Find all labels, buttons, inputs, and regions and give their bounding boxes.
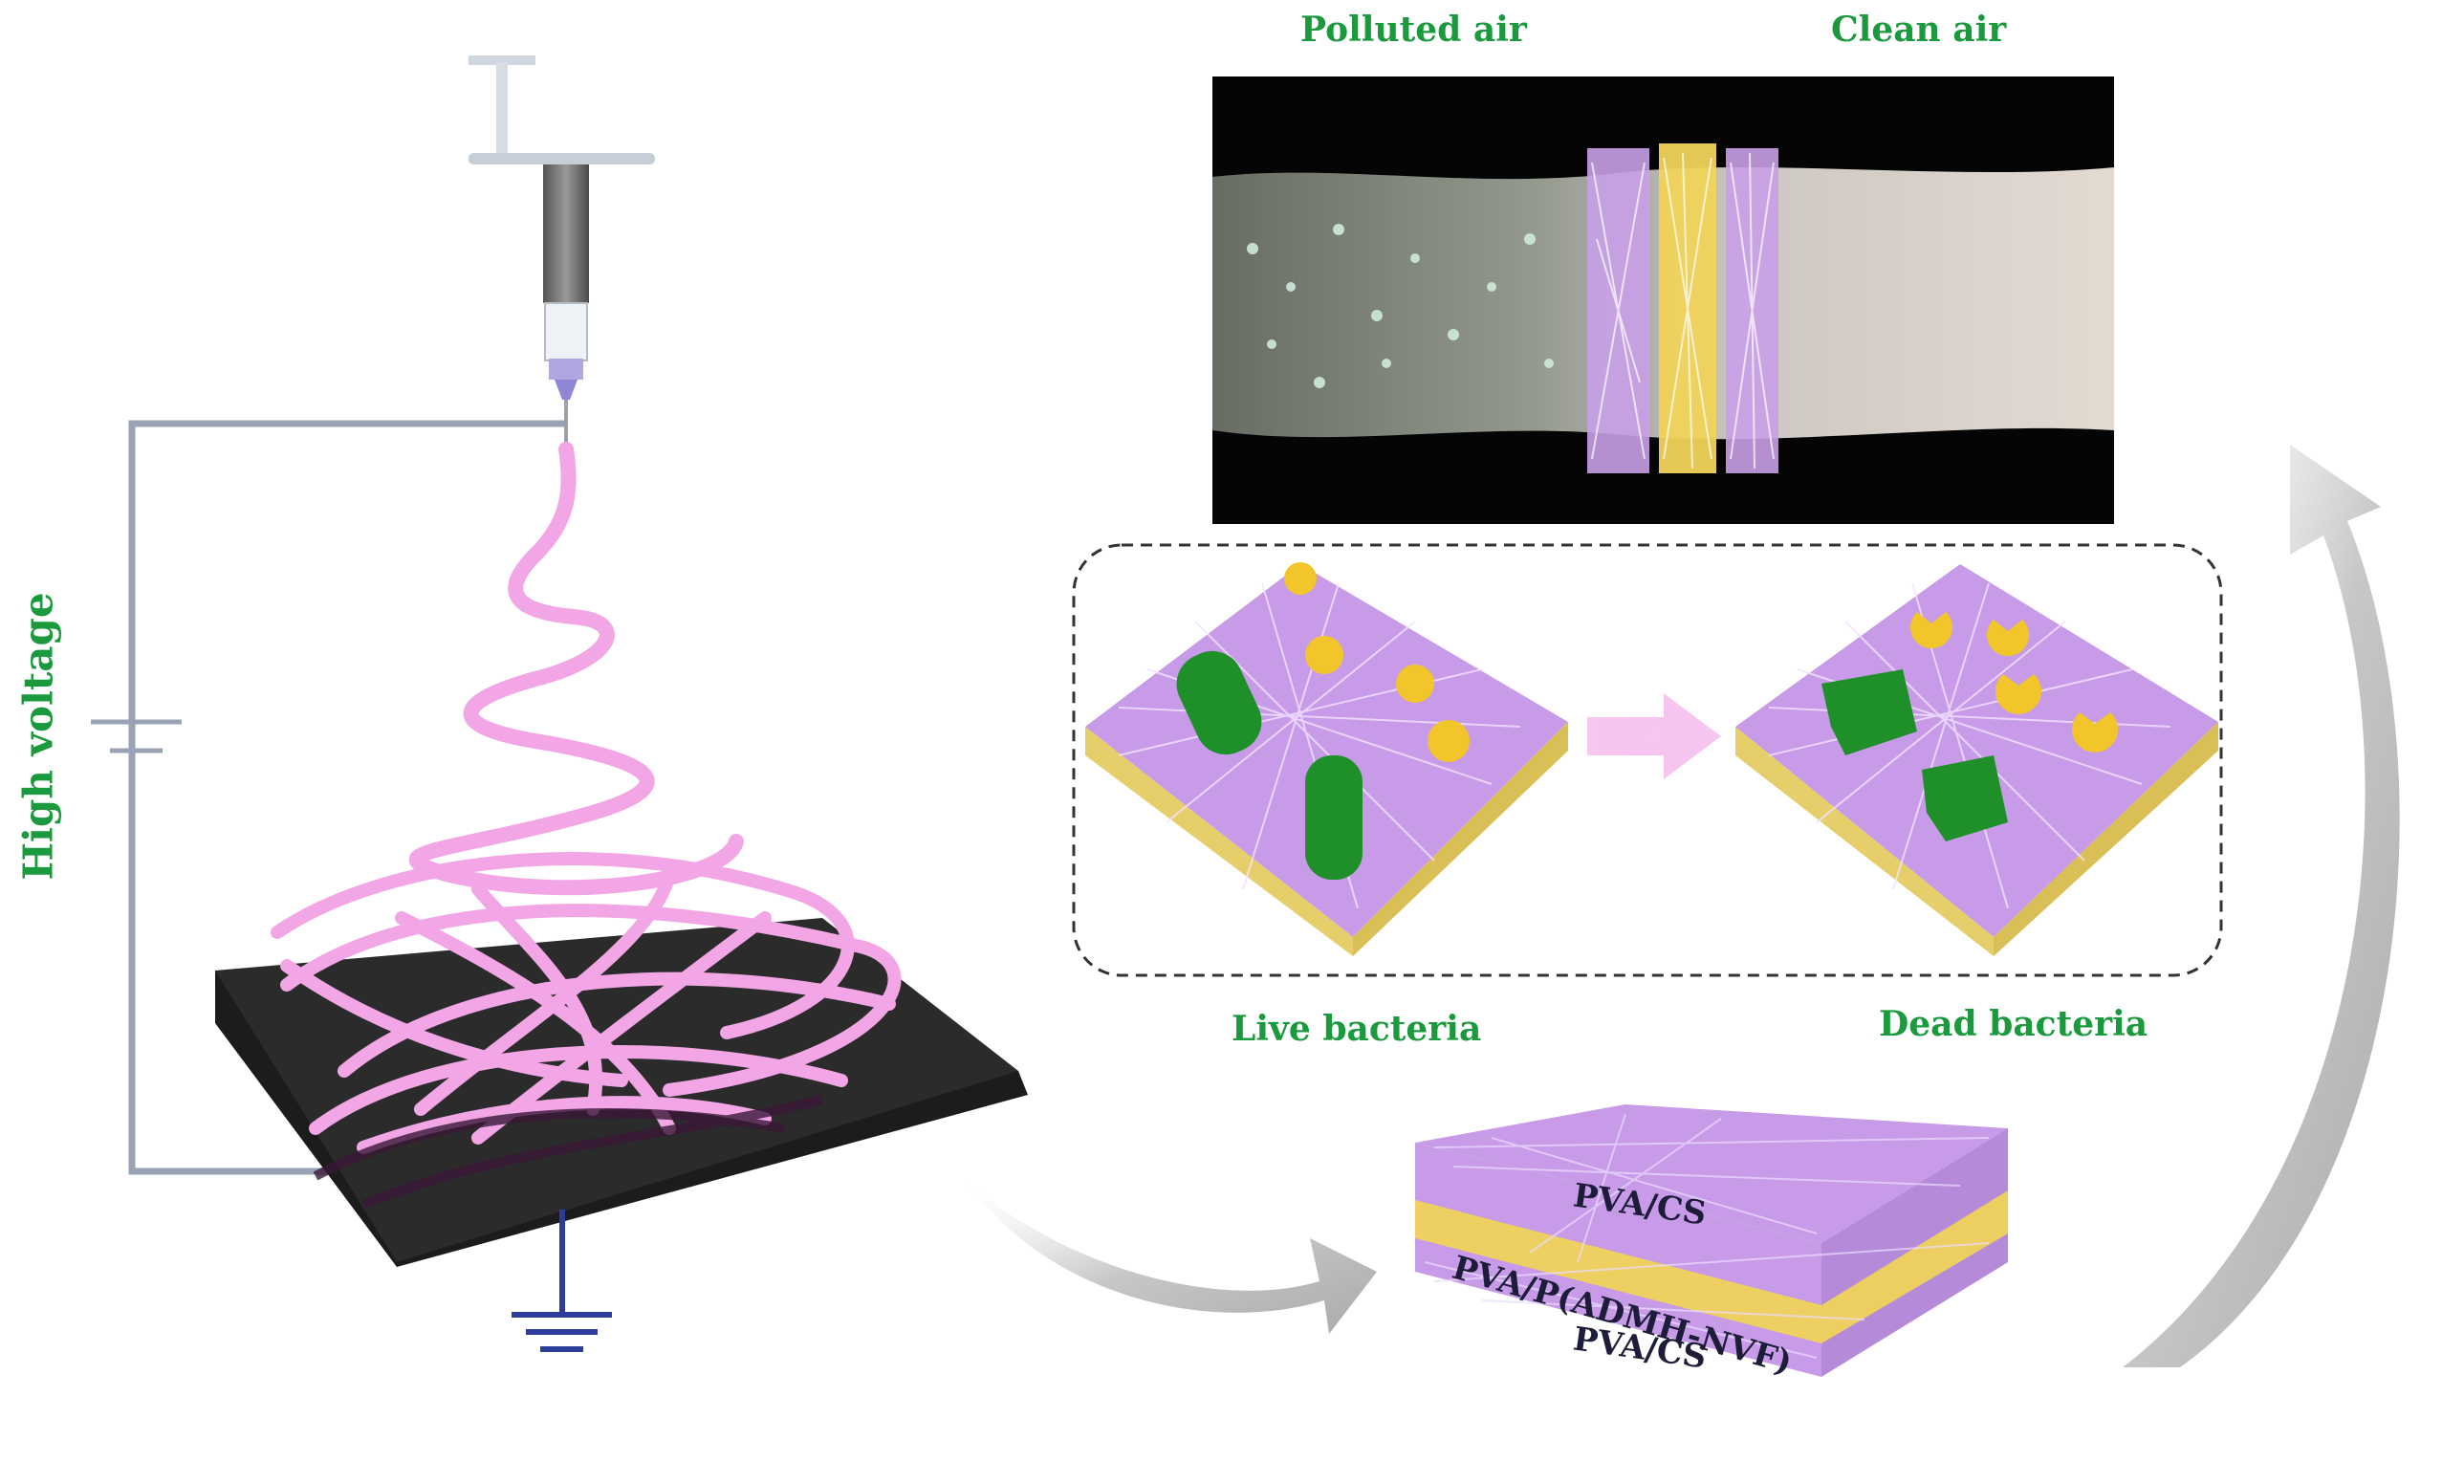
air-filtration-panel xyxy=(1212,76,2114,524)
dead-bacteria-label: Dead bacteria xyxy=(1879,1004,2148,1044)
particles xyxy=(1247,224,1554,388)
live-bacteria-cocci xyxy=(1284,562,1470,762)
collector-plate xyxy=(215,918,1028,1267)
syringe-icon xyxy=(469,55,655,443)
fiber-jet xyxy=(408,442,744,896)
process-arrow-right xyxy=(2123,445,2400,1367)
dead-bacteria-rod xyxy=(1821,669,2008,841)
clean-air-label: Clean air xyxy=(1831,10,2007,50)
fiber-shadow xyxy=(313,1095,824,1210)
live-bacteria-label: Live bacteria xyxy=(1232,1009,1482,1049)
fiber-mat xyxy=(271,852,902,1154)
polluted-air-label: Polluted air xyxy=(1300,10,1527,50)
transition-arrow xyxy=(1587,693,1721,779)
battery-icon xyxy=(91,719,182,753)
high-voltage-label: High voltage xyxy=(14,592,62,881)
live-bacteria-rod xyxy=(1176,650,1363,880)
live-bacteria-mat xyxy=(1085,562,1568,956)
dead-bacteria-mat xyxy=(1735,564,2218,956)
ground-icon xyxy=(512,1210,612,1352)
process-arrow-left xyxy=(966,1181,1377,1334)
dead-bacteria-cocci xyxy=(1910,612,2118,753)
layered-membrane xyxy=(1415,1104,2008,1377)
circuit-wire xyxy=(128,420,564,1175)
antibacterial-panel xyxy=(1072,543,2223,977)
